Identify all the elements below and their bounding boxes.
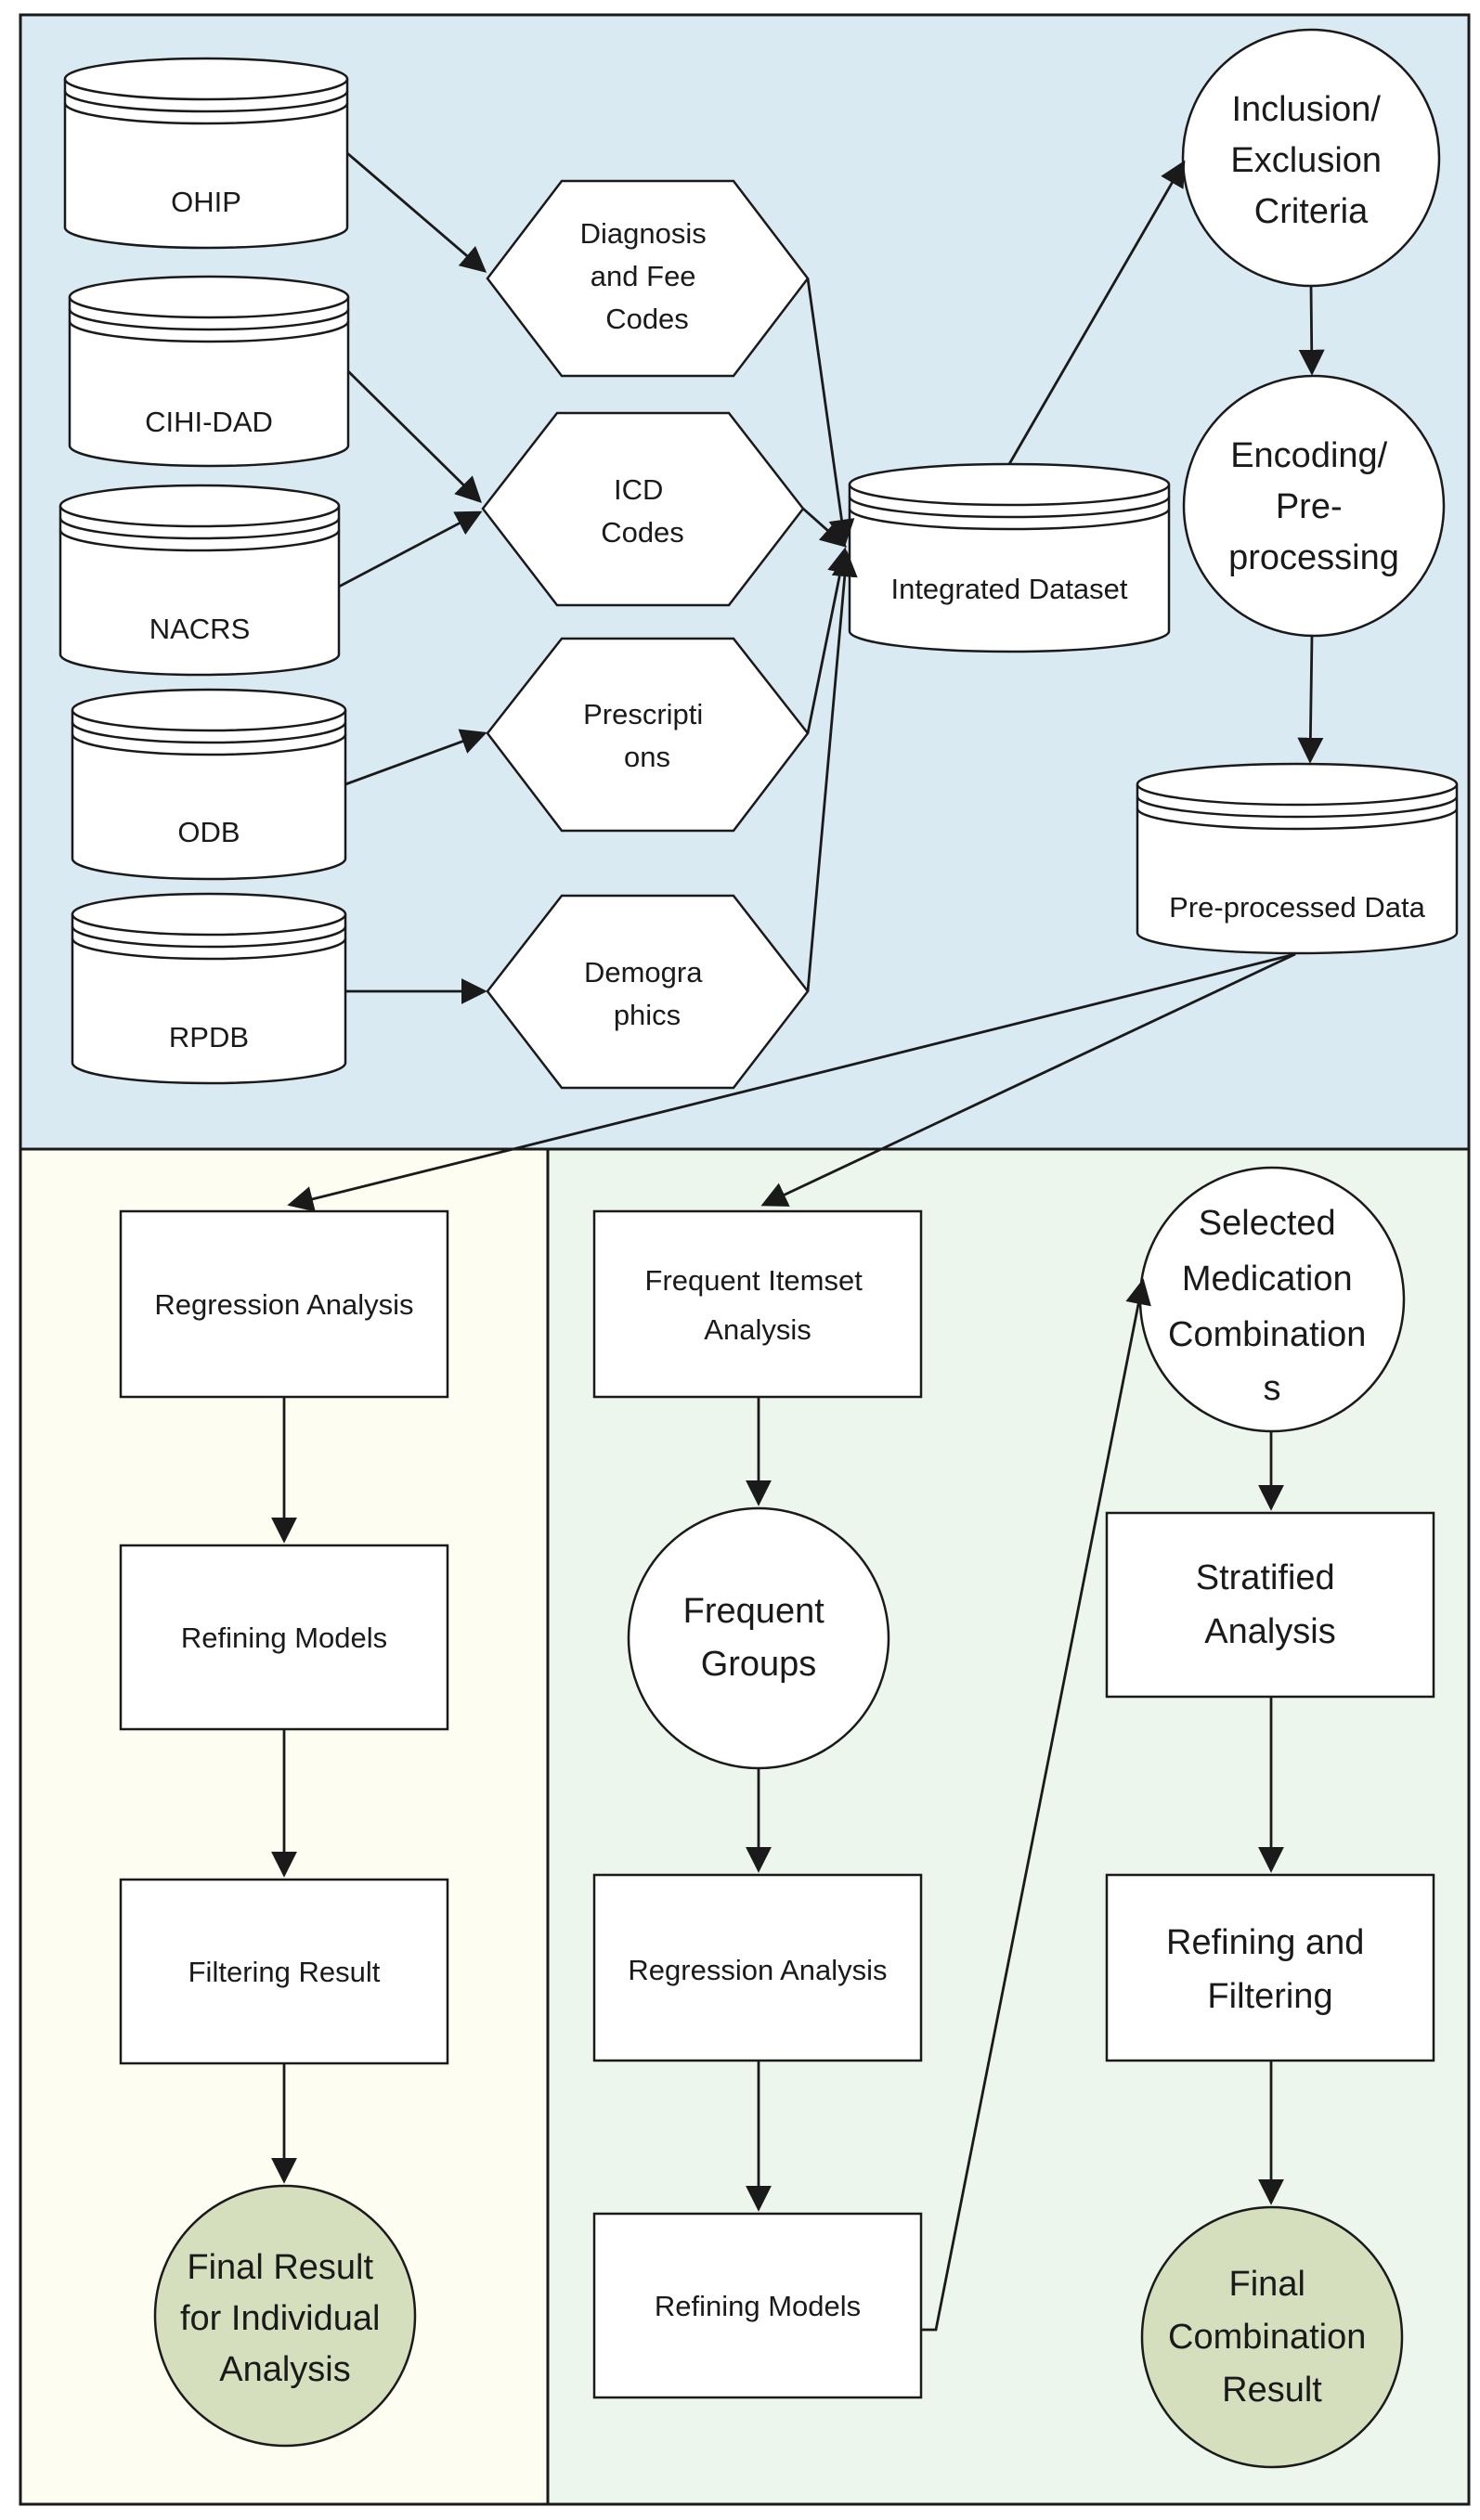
svg-text:Regression Analysis: Regression Analysis bbox=[628, 1954, 887, 1986]
database-nacrs: NACRS bbox=[58, 484, 341, 677]
database-label: ODB bbox=[177, 816, 240, 848]
svg-text:Filtering Result: Filtering Result bbox=[188, 1956, 381, 1988]
integrated-dataset-database: Integrated Dataset bbox=[848, 462, 1171, 653]
filtering-result-box: Filtering Result bbox=[119, 1878, 449, 2065]
database-label: RPDB bbox=[169, 1021, 249, 1053]
final-individual-result-circle: Final Result for Individual Analysis bbox=[153, 2184, 417, 2448]
encoding-preprocessing-circle: Encoding/ Pre- processing bbox=[1182, 374, 1446, 638]
database-label: NACRS bbox=[149, 613, 251, 645]
arrow-odb-to-prescriptions bbox=[344, 729, 487, 786]
arrow-preprocessed-to-individual bbox=[287, 952, 1296, 1212]
arrow-nacrs-to-icd bbox=[338, 510, 483, 588]
selected-medication-combinations-circle: Selected Medication Combination s bbox=[1138, 1166, 1406, 1433]
svg-text:Frequent Itemset Analysi: Frequent Itemset Analysis bbox=[645, 1264, 871, 1346]
stratified-analysis-box: Stratified Analysis bbox=[1105, 1511, 1435, 1699]
svg-text:Refining Models: Refining Models bbox=[655, 2290, 861, 2322]
refining-and-filtering-box: Refining and Filtering bbox=[1105, 1873, 1435, 2062]
arrow-prescriptions-to-integrated bbox=[806, 547, 853, 734]
database-cihi-dad: CIHI-DAD bbox=[68, 275, 350, 468]
database-ohip: OHIP bbox=[63, 57, 349, 250]
arrow-ohip-to-diagnosis bbox=[346, 151, 487, 273]
inclusion-exclusion-circle: Inclusion/ Exclusion Criteria bbox=[1181, 28, 1441, 288]
svg-text:Demogra phics: Demogra phics bbox=[584, 956, 710, 1031]
individual-regression-analysis-box: Regression Analysis bbox=[119, 1209, 449, 1399]
arrow-diagnosis-to-integrated bbox=[806, 278, 855, 546]
database-odb: ODB bbox=[71, 688, 347, 881]
diagnosis-codes-hexagon: Diagnosis and Fee Codes bbox=[486, 179, 810, 378]
database-rpdb: RPDB bbox=[71, 892, 347, 1085]
arrow-integrated-to-inclusion bbox=[1007, 160, 1186, 465]
svg-text:Inclusion/ Exclusion: Inclusion/ Exclusion Criteria bbox=[1230, 90, 1391, 231]
svg-text:Final Combination: Final Combination Result bbox=[1168, 2265, 1376, 2410]
final-combination-result-circle: Final Combination Result bbox=[1140, 2205, 1404, 2469]
svg-text:Integrated Dataset: Integrated Dataset bbox=[890, 573, 1127, 605]
individual-refining-models-box: Refining Models bbox=[119, 1544, 449, 1731]
svg-text:ICD Codes: ICD Codes bbox=[601, 473, 684, 549]
svg-text:Regression Analysis: Regression Analysis bbox=[154, 1288, 413, 1321]
demographics-hexagon: Demogra phics bbox=[486, 894, 810, 1090]
arrow-icd-to-integrated bbox=[802, 507, 848, 548]
svg-text:Frequent Groups: Frequent Groups bbox=[683, 1592, 835, 1684]
svg-text:Refining and Filtering: Refining and Filtering bbox=[1166, 1923, 1374, 2016]
svg-text:Stratified Analysis: Stratified Analysis bbox=[1196, 1558, 1345, 1651]
arrow-encoding-to-preprocessed bbox=[1297, 635, 1324, 764]
svg-text:Pre-processed Data: Pre-processed Data bbox=[1169, 891, 1425, 924]
svg-text:Prescripti ons: Prescripti ons bbox=[583, 698, 711, 773]
connectors bbox=[271, 151, 1325, 2332]
combination-refining-models-box: Refining Models bbox=[592, 2212, 923, 2399]
arrow-refining-to-selected bbox=[921, 1278, 1151, 2332]
svg-text:Refining Models: Refining Models bbox=[181, 1622, 387, 1654]
arrow-inclusion-to-encoding bbox=[1298, 285, 1325, 376]
database-label: CIHI-DAD bbox=[145, 406, 273, 438]
svg-text:Selected Medication: Selected Medication Combination s bbox=[1168, 1204, 1376, 1408]
arrow-preprocessed-to-combination bbox=[760, 952, 1296, 1207]
svg-text:Diagnosis and Fee: Diagnosis and Fee Codes bbox=[580, 217, 715, 335]
database-label: OHIP bbox=[171, 186, 241, 218]
arrow-demographics-to-integrated bbox=[806, 550, 858, 992]
frequent-itemset-analysis-box: Frequent Itemset Analysis bbox=[592, 1209, 923, 1399]
svg-text:Final Result for Individ: Final Result for Individual Analysis bbox=[180, 2248, 390, 2389]
prescriptions-hexagon: Prescripti ons bbox=[486, 637, 810, 833]
icd-codes-hexagon: ICD Codes bbox=[481, 411, 805, 607]
arrow-cihi-to-icd bbox=[347, 370, 482, 503]
frequent-groups-circle: Frequent Groups bbox=[627, 1506, 890, 1770]
combination-regression-analysis-box: Regression Analysis bbox=[592, 1873, 923, 2062]
preprocessed-data-database: Pre-processed Data bbox=[1136, 762, 1459, 955]
svg-text:Encoding/ Pre- pro: Encoding/ Pre- processing bbox=[1228, 436, 1399, 577]
